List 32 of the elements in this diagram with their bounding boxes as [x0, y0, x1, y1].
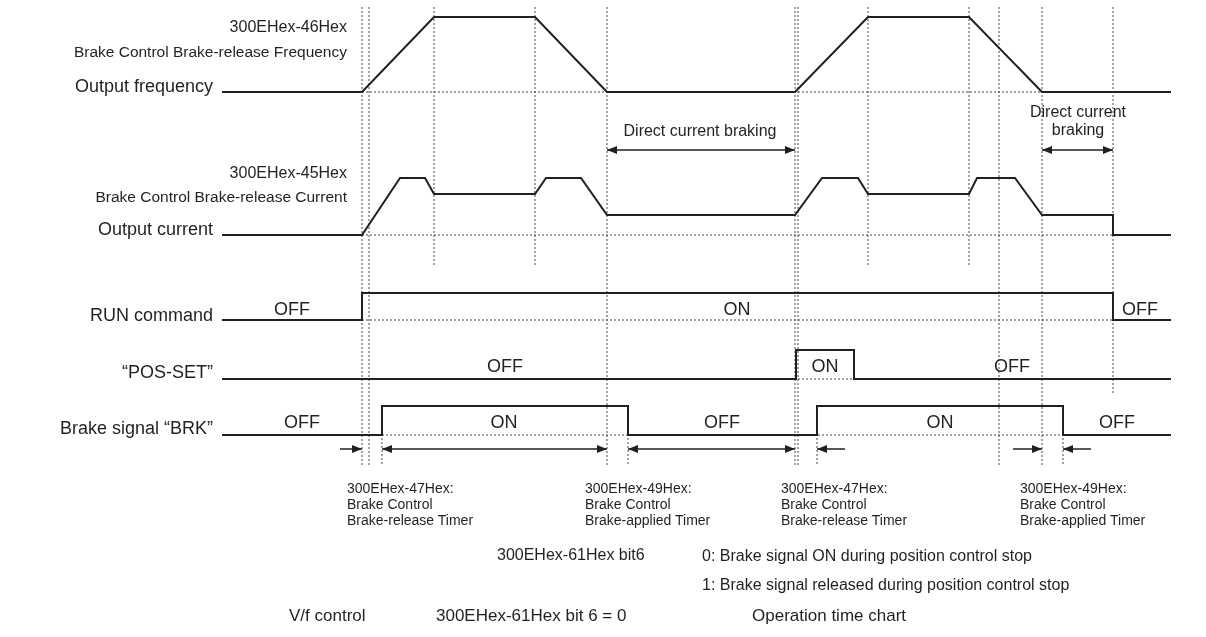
parameter-label: 300EHex-46Hex — [229, 17, 347, 37]
state-label: ON — [723, 298, 751, 320]
caption-text: 300EHex-61Hex bit 6 = 0 — [436, 606, 627, 626]
parameter-label: 300EHex-45Hex — [229, 163, 347, 183]
signal-label: Output frequency — [74, 75, 213, 97]
state-label: OFF — [487, 355, 523, 377]
caption-text: Operation time chart — [752, 606, 906, 626]
state-label: OFF — [994, 355, 1030, 377]
state-label: OFF — [704, 411, 740, 433]
signal-label: RUN command — [89, 304, 213, 326]
state-label: ON — [811, 355, 839, 377]
state-label: ON — [926, 411, 954, 433]
parameter-label: 300EHex-61Hex bit6 — [497, 545, 645, 565]
timer-label: 300EHex-47Hex: Brake Control Brake-release Timer — [781, 479, 909, 529]
dimension-label: Direct current braking — [623, 121, 777, 141]
timer-label: 300EHex-47Hex: Brake Control Brake-release Timer — [347, 479, 475, 529]
signal-label: “POS-SET” — [122, 361, 213, 383]
note-text: 0: Brake signal ON during position control stop — [702, 546, 1032, 566]
note-text: 1: Brake signal released during position control stop — [702, 575, 1070, 595]
state-label: ON — [490, 411, 518, 433]
caption-text: V/f control — [289, 606, 366, 626]
state-label: OFF — [1122, 298, 1158, 320]
parameter-label: Brake Control Brake-release Current — [95, 188, 347, 206]
timer-label: 300EHex-49Hex: Brake Control Brake-applied Timer — [585, 479, 712, 529]
signal-label: Output current — [97, 218, 213, 240]
state-label: OFF — [1099, 411, 1135, 433]
state-label: OFF — [274, 298, 310, 320]
parameter-label: Brake Control Brake-release Frequency — [73, 43, 347, 61]
signal-label: Brake signal “BRK” — [59, 417, 213, 439]
timer-label: 300EHex-49Hex: Brake Control Brake-applied Timer — [1020, 479, 1147, 529]
state-label: OFF — [284, 411, 320, 433]
dimension-label: Direct current braking — [1029, 102, 1127, 140]
